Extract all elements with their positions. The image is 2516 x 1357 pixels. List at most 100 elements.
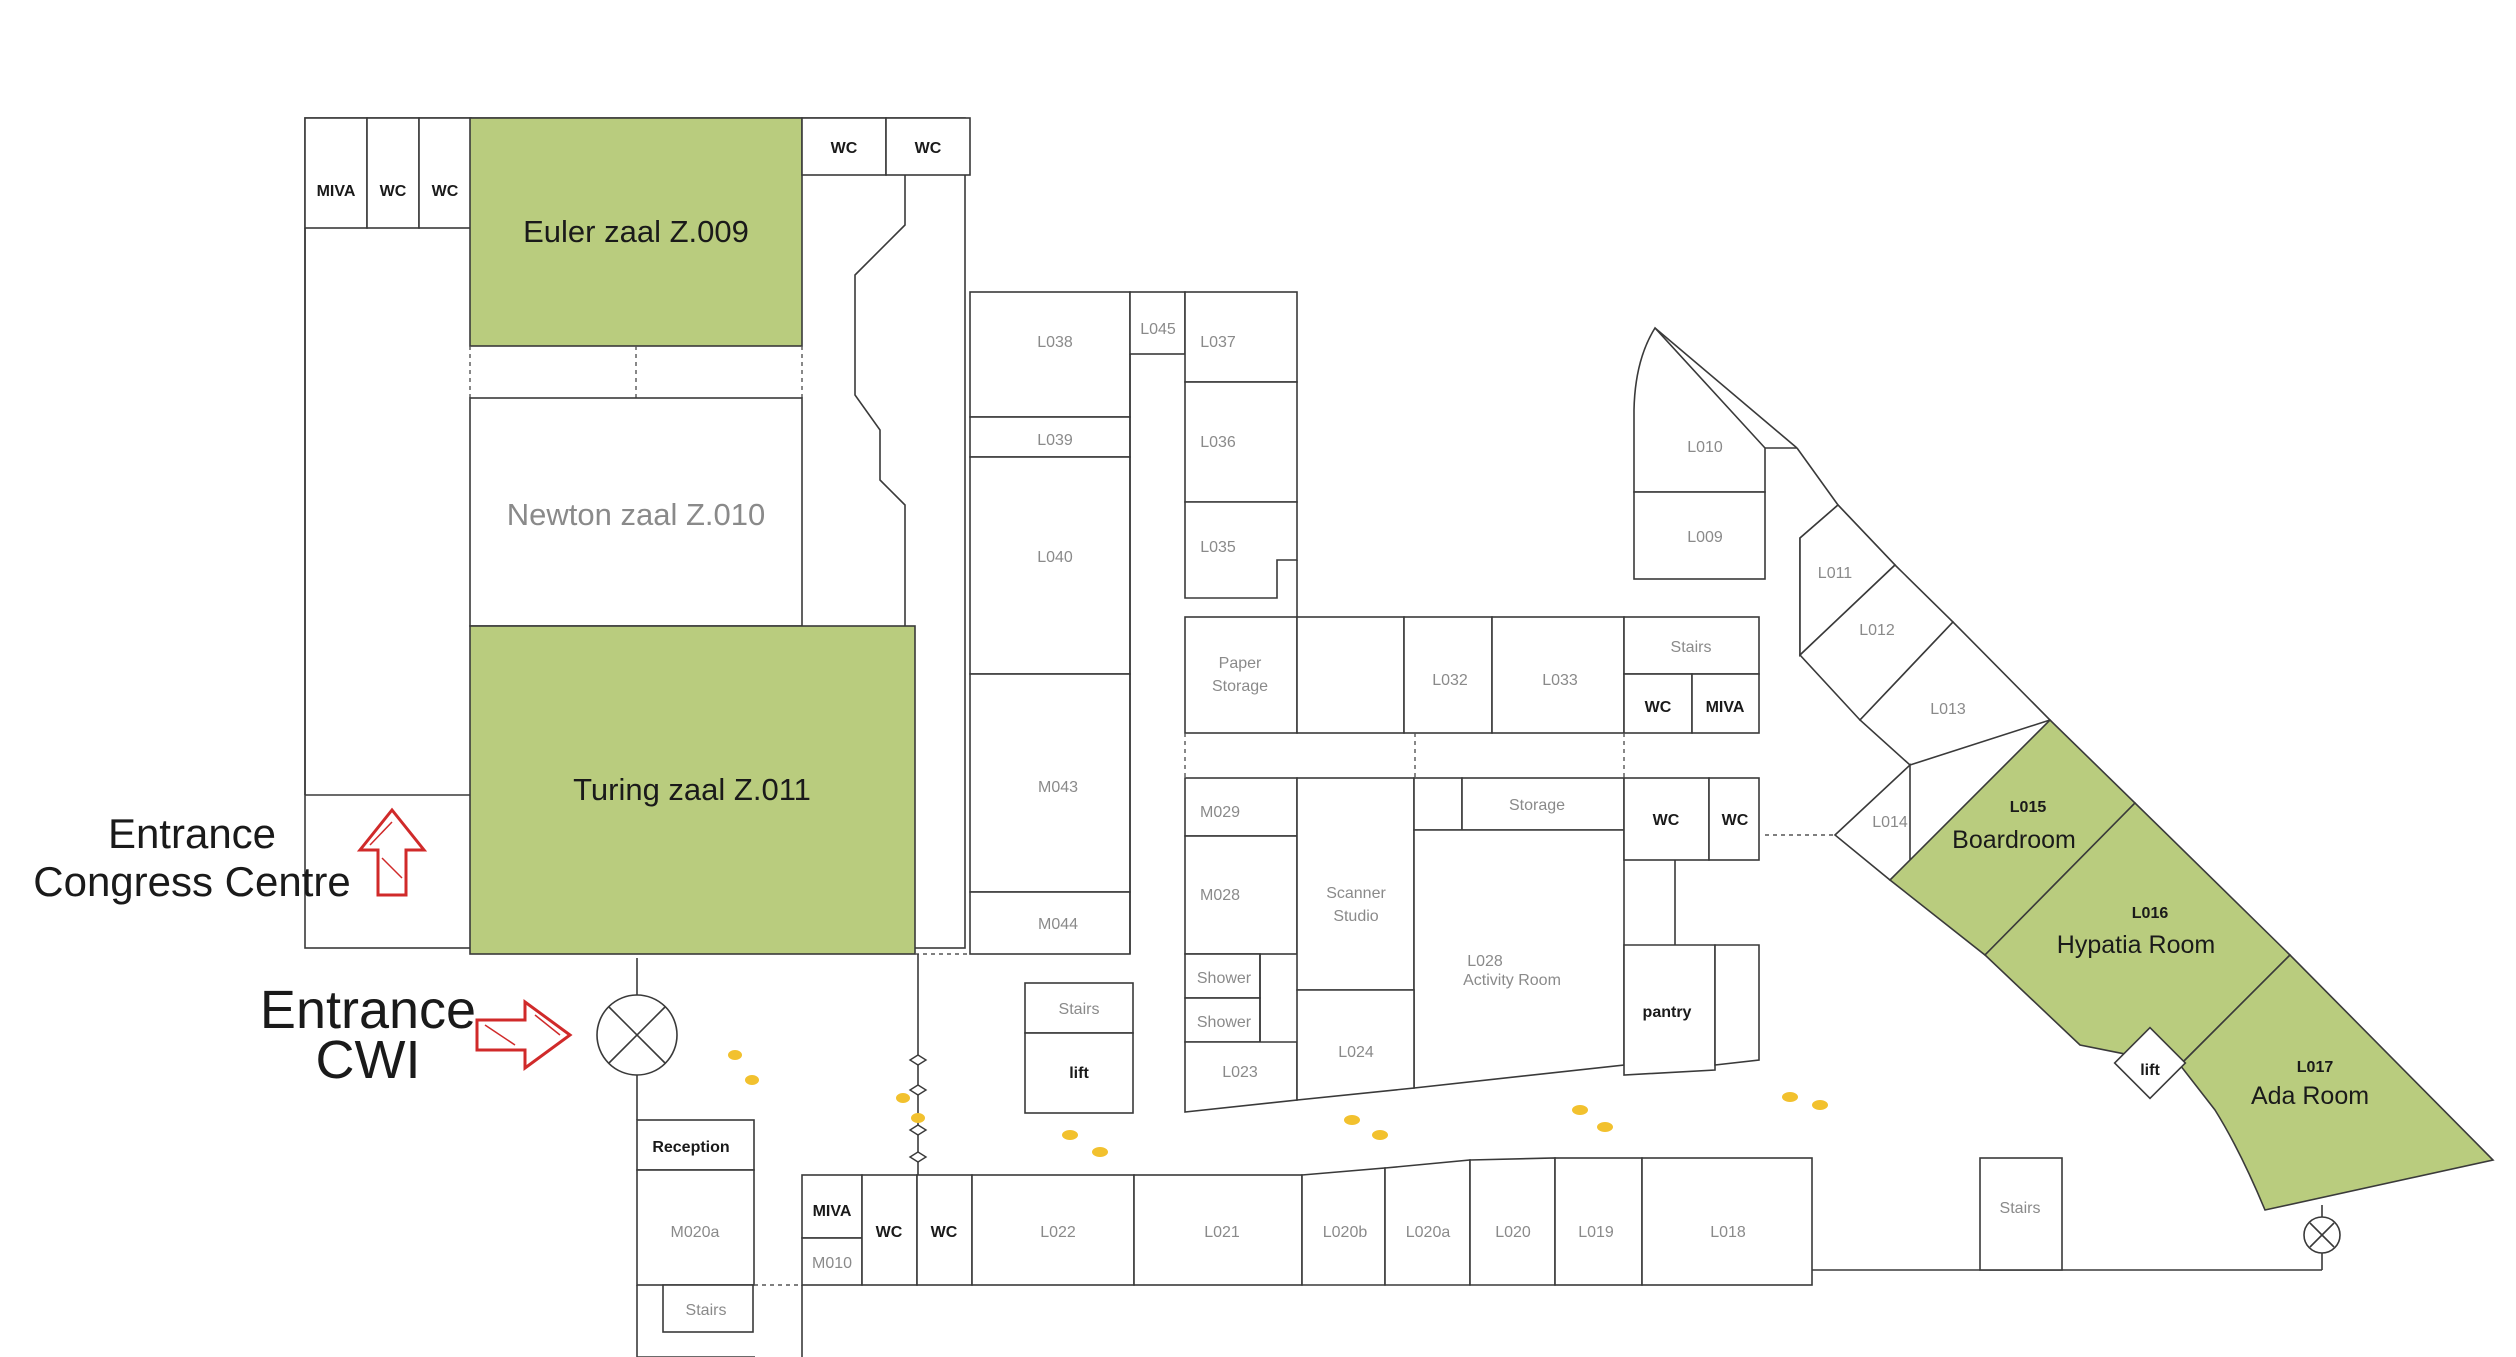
room-l020a[interactable]	[1384, 1159, 1471, 1286]
room-wc-r2[interactable]	[1708, 777, 1760, 861]
label-l011: L011	[1818, 565, 1853, 582]
room-shower-1[interactable]	[1184, 953, 1261, 999]
label-wc: WC	[876, 1224, 903, 1241]
room-m010[interactable]	[801, 1237, 863, 1286]
room-l024[interactable]	[1296, 989, 1415, 1101]
room-miva-mid[interactable]	[1691, 673, 1760, 734]
label-paper: Paper	[1219, 655, 1262, 672]
room-lift-mid[interactable]	[1024, 1032, 1134, 1114]
wc-room-top-2[interactable]	[418, 117, 472, 229]
footprints-icon	[728, 1050, 1828, 1157]
right-wing	[1633, 326, 2495, 1211]
label-l024: L024	[1338, 1044, 1374, 1061]
exit-door-right	[2303, 1216, 2341, 1254]
room-l040[interactable]	[969, 456, 1131, 675]
label-wc: WC	[1653, 812, 1680, 829]
label-l032: L032	[1432, 672, 1468, 689]
newton-room[interactable]	[469, 397, 803, 627]
label-stairs: Stairs	[1671, 639, 1712, 656]
label-m043: M043	[1038, 779, 1078, 796]
room-l038[interactable]	[969, 291, 1131, 418]
label-studio: Studio	[1333, 908, 1378, 925]
label-wc: WC	[931, 1224, 958, 1241]
turing-room[interactable]	[469, 625, 916, 955]
left-building	[304, 117, 971, 955]
room-l039[interactable]	[969, 416, 1131, 458]
wc-room-top-1[interactable]	[366, 117, 420, 229]
label-l045: L045	[1140, 321, 1176, 338]
label-l020: L020	[1495, 1224, 1531, 1241]
room-shower-2[interactable]	[1184, 997, 1261, 1043]
label-wc: WC	[1722, 812, 1749, 829]
room-pantry[interactable]	[1623, 944, 1716, 1076]
wc-room-top-3[interactable]	[801, 117, 887, 176]
label-l012: L012	[1859, 622, 1895, 639]
room-l045[interactable]	[1129, 291, 1186, 355]
label-cwi: CWI	[316, 1030, 421, 1090]
room-l010[interactable]	[1633, 326, 1766, 493]
label-l033: L033	[1542, 672, 1578, 689]
label-l013: L013	[1930, 701, 1966, 718]
room-wc-b2[interactable]	[916, 1174, 973, 1286]
room-l037[interactable]	[1184, 291, 1298, 383]
label-shower: Shower	[1197, 1014, 1252, 1031]
ada-room[interactable]	[2178, 953, 2495, 1211]
label-l023: L023	[1222, 1064, 1258, 1081]
room-stairs-bl[interactable]	[662, 1284, 754, 1333]
label-storage: Storage	[1509, 797, 1565, 814]
label-euler: Euler zaal Z.009	[523, 214, 749, 249]
room-l020[interactable]	[1469, 1157, 1556, 1286]
room-storage[interactable]	[1461, 777, 1625, 831]
room-lift-right[interactable]	[2113, 1026, 2187, 1100]
label-stairs: Stairs	[686, 1302, 727, 1319]
room-l021[interactable]	[1133, 1174, 1303, 1286]
room-m043[interactable]	[969, 673, 1131, 893]
arrow-up-icon	[356, 807, 428, 897]
label-l009: L009	[1687, 529, 1723, 546]
label-turing: Turing zaal Z.011	[573, 772, 811, 807]
room-scanner-studio[interactable]	[1296, 777, 1415, 991]
label-l010: L010	[1687, 439, 1723, 456]
room-l036[interactable]	[1184, 381, 1298, 503]
label-activity-room: Activity Room	[1463, 972, 1561, 989]
room-wc-r1[interactable]	[1623, 777, 1710, 861]
miva-room-top[interactable]	[304, 117, 368, 229]
room-l033[interactable]	[1491, 616, 1625, 734]
room-wc-mid[interactable]	[1623, 673, 1693, 734]
arrow-right-icon	[475, 999, 573, 1071]
label-lift: lift	[2140, 1062, 2160, 1079]
label-l018: L018	[1710, 1224, 1746, 1241]
wc-room-top-4[interactable]	[885, 117, 971, 176]
room-l035[interactable]	[1184, 501, 1298, 599]
corridor-room	[1296, 616, 1405, 734]
label-l019: L019	[1578, 1224, 1614, 1241]
label-lift: lift	[1069, 1065, 1089, 1082]
room-l019[interactable]	[1554, 1157, 1643, 1286]
storage-side	[1413, 777, 1463, 831]
room-stairs-mid[interactable]	[1623, 616, 1760, 675]
label-pantry: pantry	[1643, 1004, 1692, 1021]
label-l021: L021	[1204, 1224, 1240, 1241]
label-l016: L016	[2132, 905, 2169, 922]
label-hypatia: Hypatia Room	[2057, 931, 2215, 959]
room-paper-storage[interactable]	[1184, 616, 1298, 734]
label-wc: WC	[380, 183, 407, 200]
label-l020a: L020a	[1406, 1224, 1451, 1241]
room-stairs-br[interactable]	[1979, 1157, 2063, 1271]
room-m029[interactable]	[1184, 777, 1298, 837]
label-wc: WC	[432, 183, 459, 200]
label-wc: WC	[1645, 699, 1672, 716]
label-entrance-cwi: Entrance	[260, 980, 476, 1040]
label-newton: Newton zaal Z.010	[507, 497, 765, 532]
label-l040: L040	[1037, 549, 1073, 566]
label-l014: L014	[1872, 814, 1908, 831]
room-l009[interactable]	[1633, 491, 1766, 580]
label-stairs: Stairs	[1059, 1001, 1100, 1018]
room-l018[interactable]	[1641, 1157, 1813, 1286]
label-miva: MIVA	[1706, 699, 1745, 716]
label-l015: L015	[2010, 799, 2047, 816]
room-m044[interactable]	[969, 891, 1131, 955]
room-l028[interactable]	[1413, 829, 1625, 1089]
room-wc-b1[interactable]	[861, 1174, 918, 1286]
